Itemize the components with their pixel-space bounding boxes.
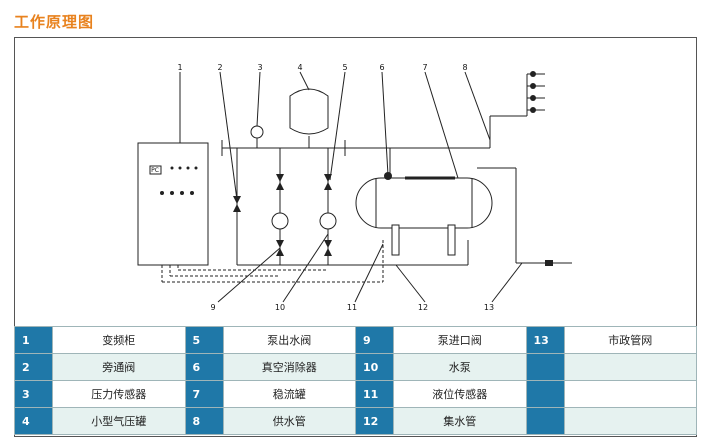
callout-9: 9 <box>210 303 215 312</box>
legend-table: 1 变频柜 5 泵出水阀 9 泵进口阀 13 市政管网 2 旁通阀 6 真空消除… <box>14 326 697 435</box>
callout-1: 1 <box>177 63 182 72</box>
legend-num: 3 <box>14 380 53 408</box>
legend-row: 2 旁通阀 6 真空消除器 10 水泵 <box>14 353 697 381</box>
callout-2: 2 <box>217 63 222 72</box>
legend-num: 12 <box>355 407 394 435</box>
legend-num: 2 <box>14 353 53 381</box>
legend-text: 供水管 <box>222 407 356 435</box>
legend-row: 4 小型气压罐 8 供水管 12 集水管 <box>14 407 697 435</box>
legend-num: 6 <box>184 353 224 381</box>
legend-num: 9 <box>355 326 394 354</box>
callout-6: 6 <box>379 63 384 72</box>
legend-row: 3 压力传感器 7 稳流罐 11 液位传感器 <box>14 380 697 408</box>
legend-num <box>525 380 565 408</box>
legend-text: 旁通阀 <box>52 353 186 381</box>
legend-num: 7 <box>184 380 224 408</box>
legend-row: 1 变频柜 5 泵出水阀 9 泵进口阀 13 市政管网 <box>14 326 697 354</box>
legend-text: 水泵 <box>393 353 527 381</box>
callout-13: 13 <box>484 303 494 312</box>
legend-num: 10 <box>355 353 394 381</box>
legend-text <box>563 407 697 435</box>
callout-4: 4 <box>297 63 302 72</box>
callout-8: 8 <box>462 63 467 72</box>
legend-num: 5 <box>184 326 224 354</box>
legend-num: 13 <box>525 326 565 354</box>
callout-7: 7 <box>422 63 427 72</box>
callout-10: 10 <box>275 303 285 312</box>
bypass-valve <box>233 196 241 204</box>
pressure-tank <box>289 88 329 135</box>
legend-text: 真空消除器 <box>222 353 356 381</box>
callout-12: 12 <box>418 303 428 312</box>
legend-text: 泵进口阀 <box>393 326 527 354</box>
pump-2 <box>319 212 337 230</box>
legend-text: 变频柜 <box>52 326 186 354</box>
callout-3: 3 <box>257 63 262 72</box>
legend-num <box>525 407 565 435</box>
callout-5: 5 <box>342 63 347 72</box>
pressure-gauge <box>250 125 264 139</box>
legend-num: 11 <box>355 380 394 408</box>
vacuum-eliminator <box>384 172 392 180</box>
diagram-frame <box>14 37 697 437</box>
legend-num: 1 <box>14 326 53 354</box>
legend-text: 集水管 <box>393 407 527 435</box>
legend-text: 市政管网 <box>563 326 697 354</box>
legend-num: 8 <box>184 407 224 435</box>
legend-text: 稳流罐 <box>222 380 356 408</box>
panel-label: PC <box>151 167 159 174</box>
control-cabinet <box>137 142 209 266</box>
legend-text: 液位传感器 <box>393 380 527 408</box>
pump-1 <box>271 212 289 230</box>
callout-11: 11 <box>347 303 357 312</box>
legend-text: 压力传感器 <box>52 380 186 408</box>
page-title: 工作原理图 <box>14 13 95 31</box>
legend-num <box>525 353 565 381</box>
legend-text <box>563 380 697 408</box>
legend-text <box>563 353 697 381</box>
legend-text: 泵出水阀 <box>222 326 356 354</box>
legend-text: 小型气压罐 <box>52 407 186 435</box>
legend-num: 4 <box>14 407 53 435</box>
